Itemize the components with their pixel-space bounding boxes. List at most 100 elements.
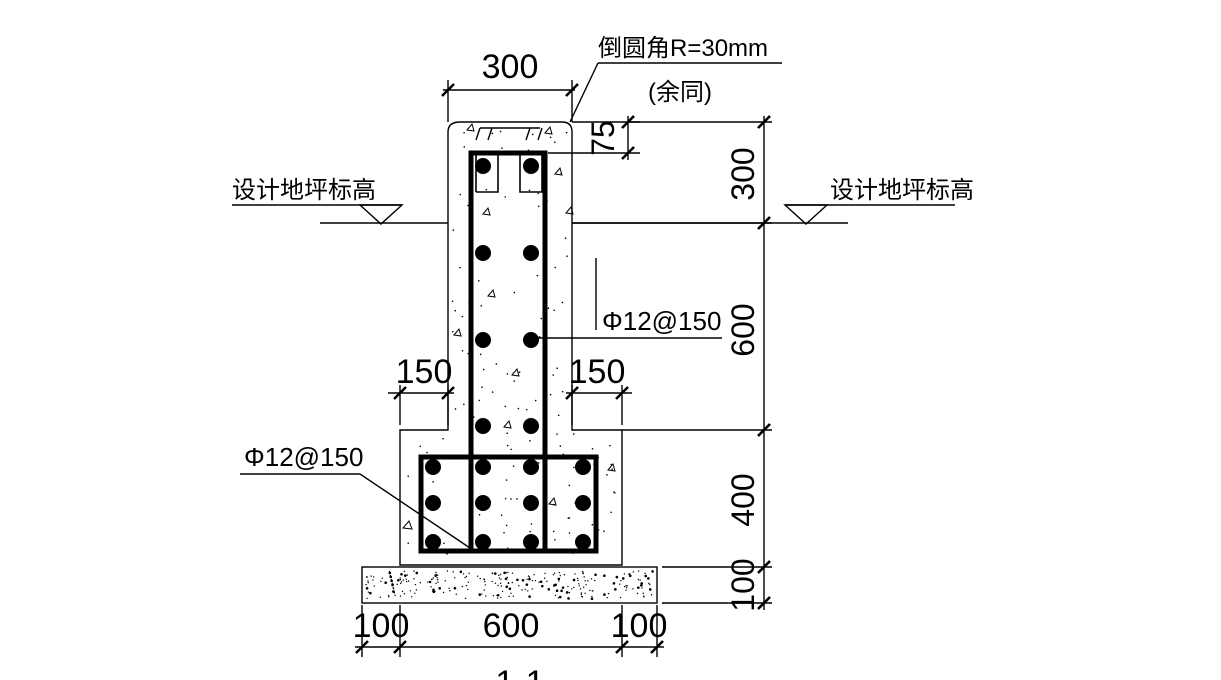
speckle [555,589,559,593]
speckle [419,445,422,448]
speckle [413,570,415,572]
speckle [607,592,610,595]
speckle [558,595,562,599]
speckle [549,393,552,396]
speckle [392,588,395,590]
dim-step-left-150: 150 [396,353,453,391]
speckle [366,576,368,579]
speckle [434,574,437,577]
speckle [583,586,585,589]
speckle [547,588,551,591]
speckle [507,571,509,574]
dim-bottom-600: 600 [483,607,540,645]
speckle [435,582,437,585]
speckle [503,571,506,575]
speckle [553,503,555,506]
dim-tick [650,640,664,654]
speckle [649,583,651,586]
speckle [585,584,587,586]
speckle [529,530,531,533]
dim-tick [441,83,455,97]
speckle [492,595,495,597]
dim-tick [757,423,771,437]
speckle [498,577,501,579]
speckle [499,582,502,585]
speckle [521,589,523,591]
speckle [561,390,564,393]
speckle [407,580,410,582]
ground-level-symbol-left [358,204,404,225]
speckle [568,591,571,594]
speckle [540,584,544,588]
speckle [552,374,555,376]
speckle [517,407,520,410]
speckle [443,542,445,545]
fillet-note: 倒圆角R=30mm [598,35,768,62]
speckle [480,305,483,307]
speckle [504,577,508,581]
speckle [580,593,583,596]
speckle [481,593,483,595]
speckle [414,583,417,586]
speckle [568,532,571,534]
speckle [484,584,487,586]
speckle [365,583,367,586]
speckle [591,447,594,450]
dim-bottom-right-100: 100 [611,607,668,645]
rebar-dots [425,158,591,550]
speckle [459,570,463,574]
speckle [589,589,591,592]
speckle [628,573,630,575]
speckle [619,596,622,599]
speckle [642,592,644,595]
speckle [572,433,575,435]
speckle [452,330,454,333]
speckle [496,597,499,599]
speckle [537,192,539,195]
speckle [453,586,457,590]
dim-tick [393,640,407,654]
speckle [495,363,498,365]
speckle [536,274,539,277]
speckle [561,586,565,589]
speckle [557,577,561,581]
dim-right-400: 400 [725,473,761,526]
speckle [637,578,640,581]
speckle [501,590,504,593]
speckle [504,497,507,500]
speckle [367,581,369,584]
speckle [511,572,514,574]
speckle [527,590,529,592]
speckle [449,590,451,592]
speckle [444,580,446,582]
speckle [557,414,560,417]
speckle [494,582,497,585]
speckle [563,574,566,576]
speckle [506,444,509,447]
speckle [619,583,621,585]
speckle [640,584,643,587]
speckle [543,577,546,579]
speckle [636,592,639,595]
speckle [587,580,589,582]
speckle [403,593,406,595]
speckle [499,573,502,576]
speckle [435,571,437,574]
footing-stirrup [418,454,599,554]
speckle [512,595,515,598]
concrete-outline [399,121,623,566]
speckle [537,462,540,464]
speckle [651,570,654,573]
speckle [399,582,402,585]
speckle [484,581,486,583]
speckle [506,432,508,435]
speckle [603,575,605,577]
dim-tick [565,83,579,97]
speckle [507,582,510,585]
speckle [531,579,534,582]
speckle [573,466,575,469]
speckle [436,579,439,581]
speckle [482,368,485,371]
speckle [491,580,493,583]
speckle [399,577,401,579]
